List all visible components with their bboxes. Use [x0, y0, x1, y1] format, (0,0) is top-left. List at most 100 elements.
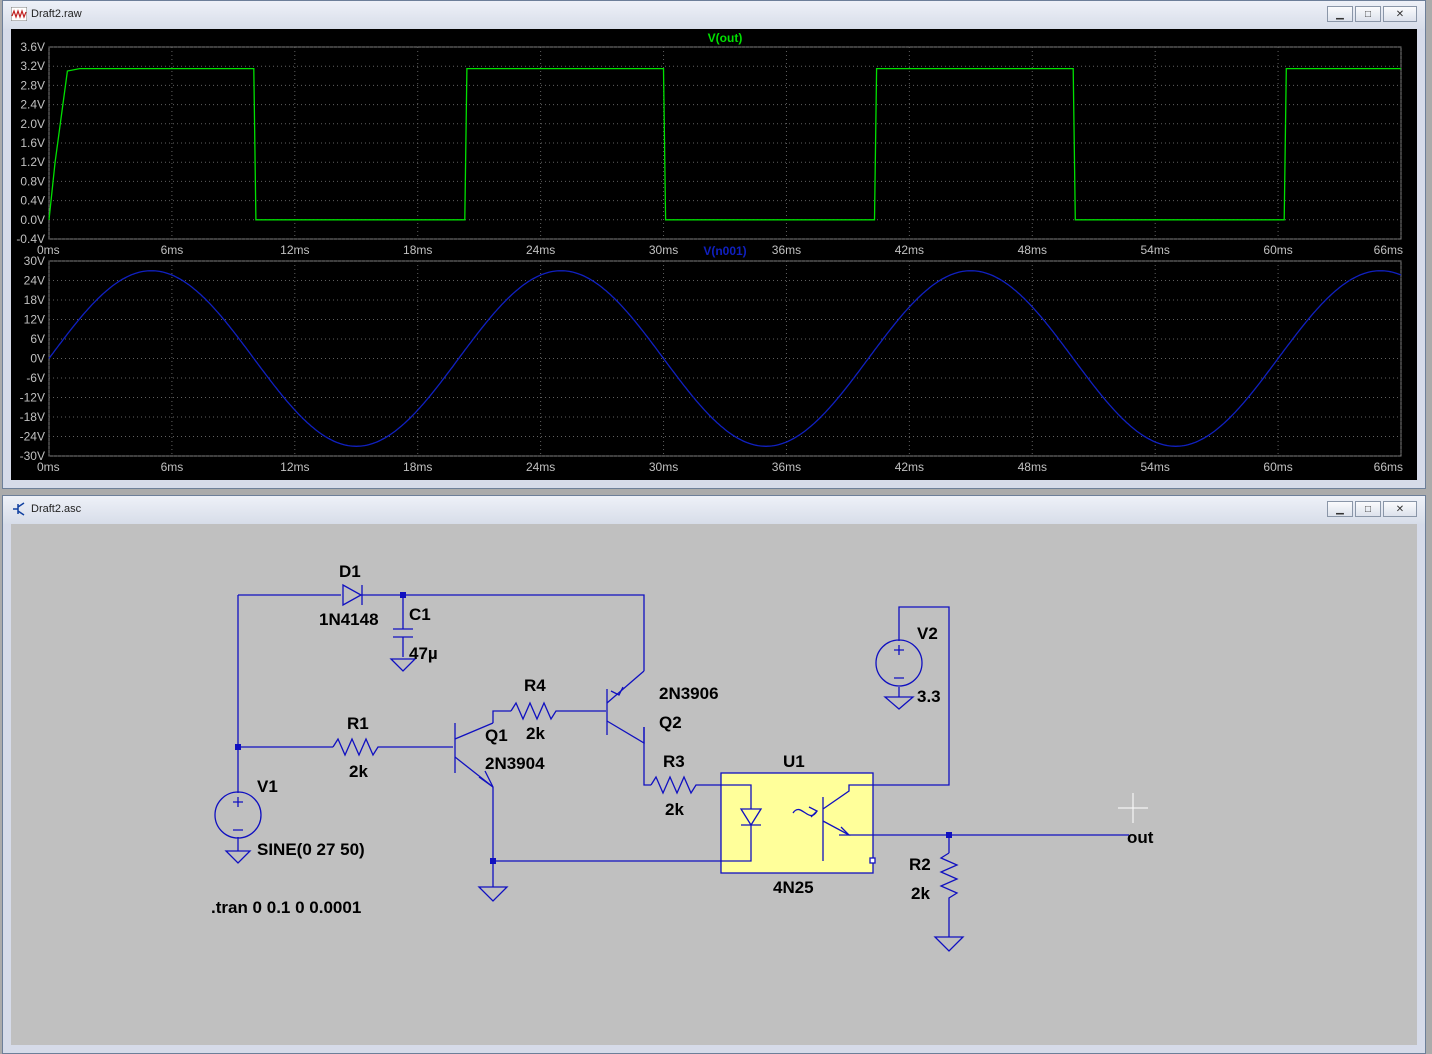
schematic-titlebar[interactable]: Draft2.asc ▁ □ ✕	[3, 496, 1425, 524]
vout-x-tick-label: 30ms	[649, 243, 678, 257]
waveform-icon	[11, 7, 27, 21]
c1-ref: C1	[409, 605, 431, 624]
r4-value: 2k	[526, 724, 545, 743]
transistor-q1[interactable]	[454, 722, 494, 788]
r4-ref: R4	[524, 676, 546, 695]
vn001-x-tick-label: 42ms	[895, 460, 924, 474]
d1-ref: D1	[339, 562, 361, 581]
r2-ref: R2	[909, 855, 931, 874]
ground-icon	[933, 936, 965, 952]
vout-y-tick-label: 0.0V	[20, 213, 45, 227]
maximize-button[interactable]: □	[1355, 501, 1381, 517]
wire-top	[238, 594, 645, 671]
vn001-y-tick-label: 24V	[24, 274, 45, 288]
diode-d1[interactable]	[342, 583, 363, 607]
vout-y-tick-label: 0.4V	[20, 194, 45, 208]
q1-ref: Q1	[485, 726, 508, 745]
ground-icon	[477, 886, 509, 902]
waveform-window-title: Draft2.raw	[31, 8, 82, 20]
ground-icon	[389, 658, 417, 672]
vn001-x-tick-label: 12ms	[280, 460, 309, 474]
schematic-drawing[interactable]: D1 1N4148 C1 47µ R1 2k R4 2k R3 2k R2 2k…	[11, 524, 1417, 1044]
junction-dot	[490, 858, 496, 864]
vout-x-tick-label: 24ms	[526, 243, 555, 257]
vout-y-tick-label: 0.8V	[20, 174, 45, 188]
vn001-series-line[interactable]	[48, 270, 1402, 447]
vn001-x-tick-label: 66ms	[1374, 460, 1403, 474]
voltage-source-v2[interactable]	[875, 639, 923, 687]
vout-x-tick-label: 54ms	[1141, 243, 1170, 257]
resistor-r4[interactable]	[510, 701, 561, 721]
plot-canvas[interactable]: 3.6V3.2V2.8V2.4V2.0V1.6V1.2V0.8V0.4V0.0V…	[11, 29, 1417, 481]
vn001-y-tick-label: 0V	[30, 352, 45, 366]
vout-y-tick-label: 1.2V	[20, 155, 45, 169]
vn001-y-tick-label: 12V	[24, 313, 45, 327]
schematic-window[interactable]: Draft2.asc ▁ □ ✕	[2, 495, 1426, 1054]
r1-ref: R1	[347, 714, 369, 733]
resistor-r2[interactable]	[939, 852, 959, 917]
vn001-x-tick-label: 0ms	[37, 460, 60, 474]
vout-x-tick-label: 36ms	[772, 243, 801, 257]
r1-value: 2k	[349, 762, 368, 781]
vn001-y-tick-label: -24V	[20, 430, 45, 444]
v1-ref: V1	[257, 777, 278, 796]
optocoupler-u1[interactable]	[720, 772, 876, 874]
vout-y-tick-label: -0.4V	[16, 232, 45, 246]
vout-x-tick-label: 66ms	[1374, 243, 1403, 257]
junction-dot	[235, 744, 241, 750]
waveform-titlebar[interactable]: Draft2.raw ▁ □ ✕	[3, 1, 1425, 29]
vn001-trace-title[interactable]: V(n001)	[703, 244, 746, 258]
vout-trace-title[interactable]: V(out)	[708, 31, 743, 45]
vout-y-tick-label: 3.6V	[20, 40, 45, 54]
wire-q2-c	[643, 727, 651, 786]
vn001-y-tick-label: -6V	[26, 371, 45, 385]
r3-ref: R3	[663, 752, 685, 771]
vout-series-line[interactable]	[48, 67, 1401, 221]
vn001-y-tick-label: -12V	[20, 391, 45, 405]
capacitor-c1[interactable]	[393, 628, 413, 638]
schematic-canvas[interactable]: D1 1N4148 C1 47µ R1 2k R4 2k R3 2k R2 2k…	[11, 524, 1417, 1045]
vout-x-tick-label: 12ms	[280, 243, 309, 257]
vout-x-tick-label: 0ms	[37, 243, 60, 257]
vout-y-tick-label: 3.2V	[20, 59, 45, 73]
ground-icon	[224, 850, 252, 864]
resistor-r1[interactable]	[332, 737, 383, 757]
ground-icon	[883, 696, 915, 710]
close-button[interactable]: ✕	[1383, 501, 1417, 517]
vout-x-tick-label: 6ms	[161, 243, 184, 257]
q2-ref: Q2	[659, 713, 682, 732]
net-label-out[interactable]: out	[1127, 828, 1154, 847]
vout-y-tick-label: 2.4V	[20, 98, 45, 112]
close-button[interactable]: ✕	[1383, 6, 1417, 22]
vn001-y-tick-label: 18V	[24, 293, 45, 307]
minimize-button[interactable]: ▁	[1327, 501, 1353, 517]
q1-value: 2N3904	[485, 754, 545, 773]
q2-value: 2N3906	[659, 684, 719, 703]
spice-directive[interactable]: .tran 0 0.1 0 0.0001	[211, 898, 361, 917]
vn001-x-tick-label: 48ms	[1018, 460, 1047, 474]
vout-x-tick-label: 42ms	[895, 243, 924, 257]
vn001-x-tick-label: 36ms	[772, 460, 801, 474]
wire-v2	[873, 606, 950, 786]
voltage-source-v1[interactable]	[214, 791, 262, 839]
vn001-x-tick-label: 18ms	[403, 460, 432, 474]
d1-value: 1N4148	[319, 610, 379, 629]
v2-ref: V2	[917, 624, 938, 643]
resistor-r3[interactable]	[650, 775, 701, 795]
vout-y-tick-label: 1.6V	[20, 136, 45, 150]
vn001-x-tick-label: 60ms	[1263, 460, 1292, 474]
minimize-button[interactable]: ▁	[1327, 6, 1353, 22]
crosshair-cursor-icon	[1118, 793, 1148, 823]
schematic-window-title: Draft2.asc	[31, 503, 82, 515]
u1-ref: U1	[783, 752, 805, 771]
junction-dot	[946, 832, 952, 838]
vout-x-tick-label: 60ms	[1263, 243, 1292, 257]
v2-value: 3.3	[917, 687, 941, 706]
maximize-button[interactable]: □	[1355, 6, 1381, 22]
transistor-q2[interactable]	[606, 670, 645, 745]
schematic-icon	[13, 502, 25, 516]
vout-x-tick-label: 18ms	[403, 243, 432, 257]
c1-value: 47µ	[409, 644, 438, 663]
